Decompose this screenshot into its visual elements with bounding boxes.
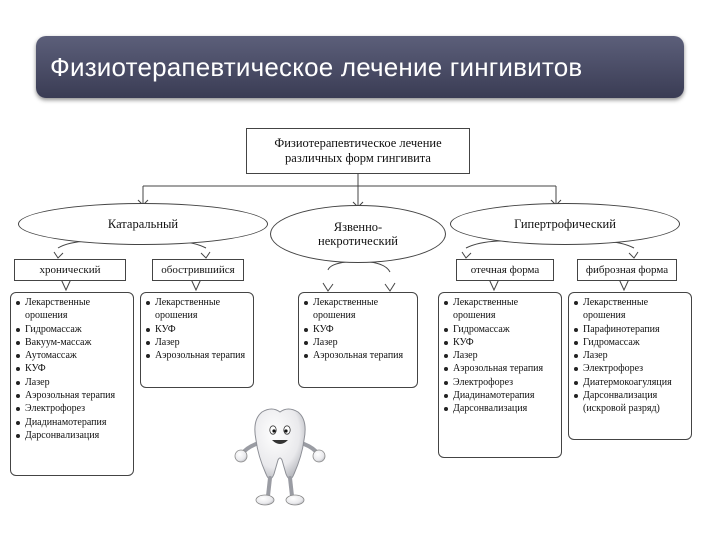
form-hypertrophic-label: Гипертрофический: [514, 216, 616, 231]
diagram-root-box: Физиотерапевтическое лечение различных ф…: [246, 128, 470, 174]
slide-title: Физиотерапевтическое лечение гингивитов: [50, 51, 583, 82]
subtype-edematous-box: отечная форма: [456, 259, 554, 281]
list-item: Лекарственные орошения: [304, 296, 413, 323]
diagram-root-label: Физиотерапевтическое лечение различных ф…: [274, 136, 442, 165]
list-item: Парафинотерапия: [574, 323, 687, 336]
list-item: Электрофорез: [574, 362, 687, 375]
list-item: КУФ: [16, 362, 129, 375]
list-item: КУФ: [304, 323, 413, 336]
form-catarrhal-ellipse: Катаральный: [18, 203, 268, 245]
treatment-list-edematous: Лекарственные орошения Гидромассаж КУФ Л…: [438, 292, 562, 458]
form-ulcerative-ellipse: Язвенно-некротический: [270, 205, 446, 263]
list-item: Гидромассаж: [444, 323, 557, 336]
treatment-list-exacerbated: Лекарственные орошения КУФ Лазер Аэрозол…: [140, 292, 254, 388]
subtype-fibrous-label: фиброзная форма: [585, 264, 669, 276]
form-ulcerative-label: Язвенно-некротический: [318, 219, 398, 248]
form-catarrhal-label: Катаральный: [107, 216, 179, 231]
treatment-list-fibrous: Лекарственные орошения Парафинотерапия Г…: [568, 292, 692, 440]
list-item: Диадинамотерапия: [16, 416, 129, 429]
tooth-mascot-icon: [234, 408, 326, 506]
subtype-edematous-label: отечная форма: [470, 264, 540, 276]
list-item: Аэрозольная терапия: [304, 349, 413, 362]
form-hypertrophic-ellipse: Гипертрофический: [450, 203, 680, 245]
list-item: Аэрозольная терапия: [16, 389, 129, 402]
list-item: КУФ: [146, 323, 249, 336]
list-item: Диатермокоагуляция: [574, 376, 687, 389]
list-item: Дарсонвализация: [444, 402, 557, 415]
list-item: Лазер: [444, 349, 557, 362]
list-item: Дарсонвализация: [16, 429, 129, 442]
list-item: Лазер: [146, 336, 249, 349]
list-item: Электрофорез: [444, 376, 557, 389]
list-item: Лазер: [574, 349, 687, 362]
list-item: Гидромассаж: [574, 336, 687, 349]
list-item: Лекарственные орошения: [574, 296, 687, 323]
list-item: Лазер: [16, 376, 129, 389]
subtype-exacerbated-label: обострившийся: [161, 264, 235, 276]
list-item: Аутомассаж: [16, 349, 129, 362]
list-item: Аэрозольная терапия: [146, 349, 249, 362]
list-item: Дарсонвализация (искровой разряд): [574, 389, 687, 416]
list-item: Диадинамотерапия: [444, 389, 557, 402]
list-item: Аэрозольная терапия: [444, 362, 557, 375]
treatment-list-chronic: Лекарственные орошения Гидромассаж Вакуу…: [10, 292, 134, 476]
list-item: Электрофорез: [16, 402, 129, 415]
slide-title-bar: Физиотерапевтическое лечение гингивитов: [36, 36, 684, 98]
subtype-exacerbated-box: обострившийся: [152, 259, 244, 281]
list-item: Лекарственные орошения: [16, 296, 129, 323]
subtype-chronic-label: хронический: [39, 264, 101, 276]
list-item: Лазер: [304, 336, 413, 349]
list-item: Лекарственные орошения: [444, 296, 557, 323]
treatment-list-ulcerative: Лекарственные орошения КУФ Лазер Аэрозол…: [298, 292, 418, 388]
list-item: Гидромассаж: [16, 323, 129, 336]
subtype-fibrous-box: фиброзная форма: [577, 259, 677, 281]
list-item: Лекарственные орошения: [146, 296, 249, 323]
subtype-chronic-box: хронический: [14, 259, 126, 281]
list-item: Вакуум-массаж: [16, 336, 129, 349]
list-item: КУФ: [444, 336, 557, 349]
